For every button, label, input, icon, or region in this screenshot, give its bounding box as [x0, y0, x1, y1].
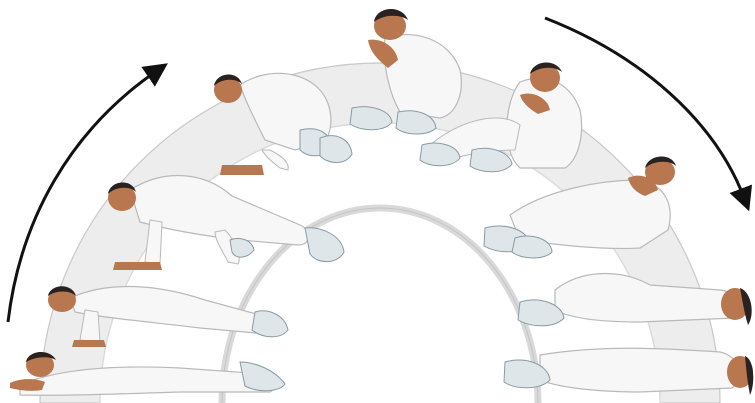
figure-lying-flat — [504, 348, 753, 395]
figure-lying-bent — [518, 274, 752, 326]
figure-crawl — [108, 176, 344, 270]
